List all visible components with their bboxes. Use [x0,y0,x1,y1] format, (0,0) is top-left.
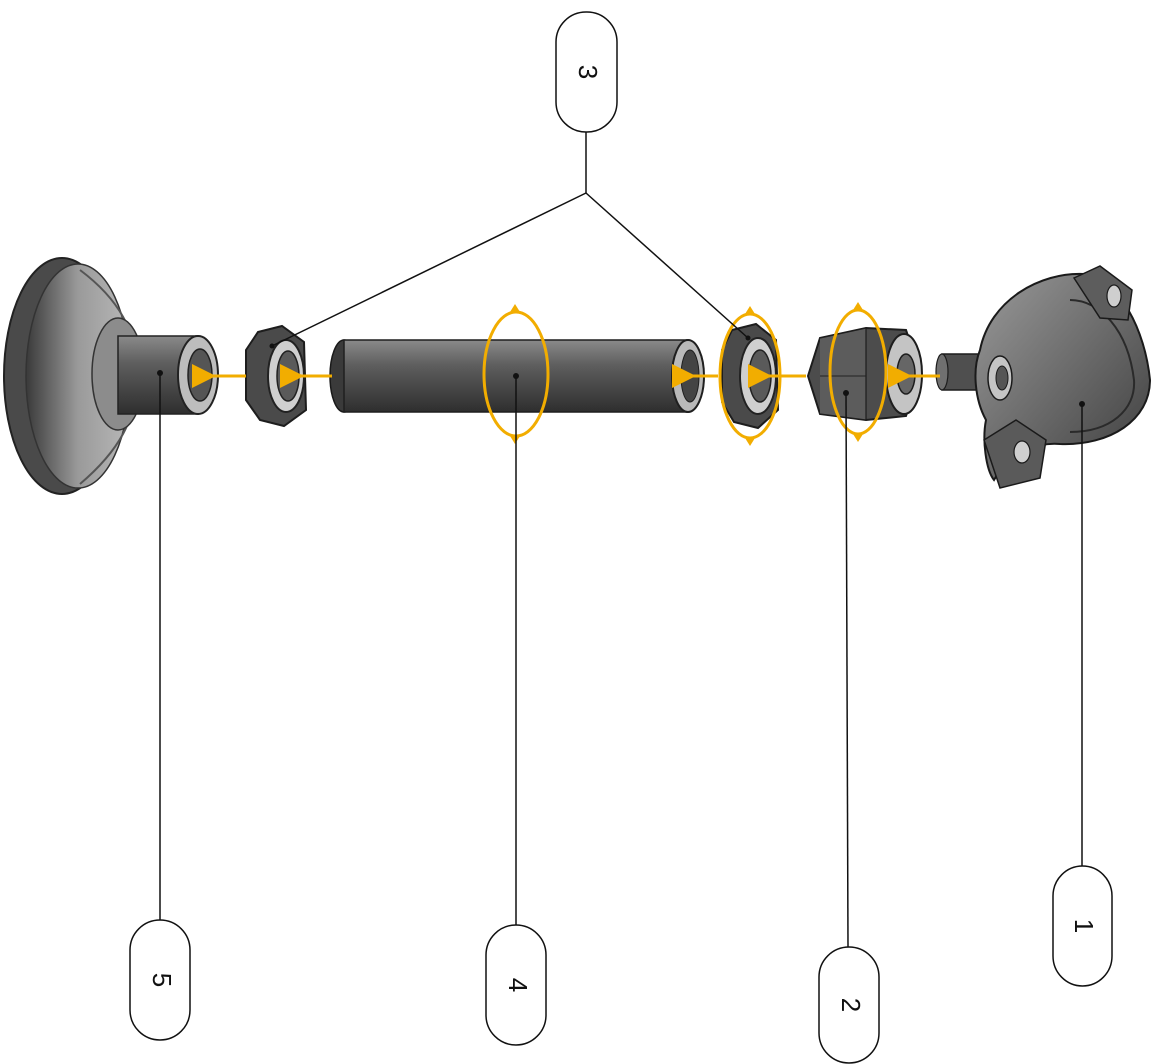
callout-1-label: 1 [1069,919,1099,933]
callout-5-label: 5 [147,973,177,987]
leader-line-3-right [585,192,749,339]
coupling-nut-part [806,326,923,422]
callout-4: 4 [485,924,547,1046]
callout-2-label: 2 [836,998,866,1012]
suction-base-part [3,257,219,495]
callout-5: 5 [129,919,191,1041]
lock-nut-right [721,322,780,430]
leader-line-3-left [271,192,587,347]
callout-2: 2 [818,946,880,1064]
leader-line-2 [845,392,849,948]
leader-dots [157,335,1085,407]
rotate-arrows [482,302,888,446]
callout-3-label: 3 [573,65,603,79]
callout-4-label: 4 [503,978,533,992]
leader-lines [159,132,1083,948]
pipe-clamp-part [935,265,1152,489]
callout-3: 3 [555,11,618,133]
callout-1: 1 [1052,865,1113,987]
